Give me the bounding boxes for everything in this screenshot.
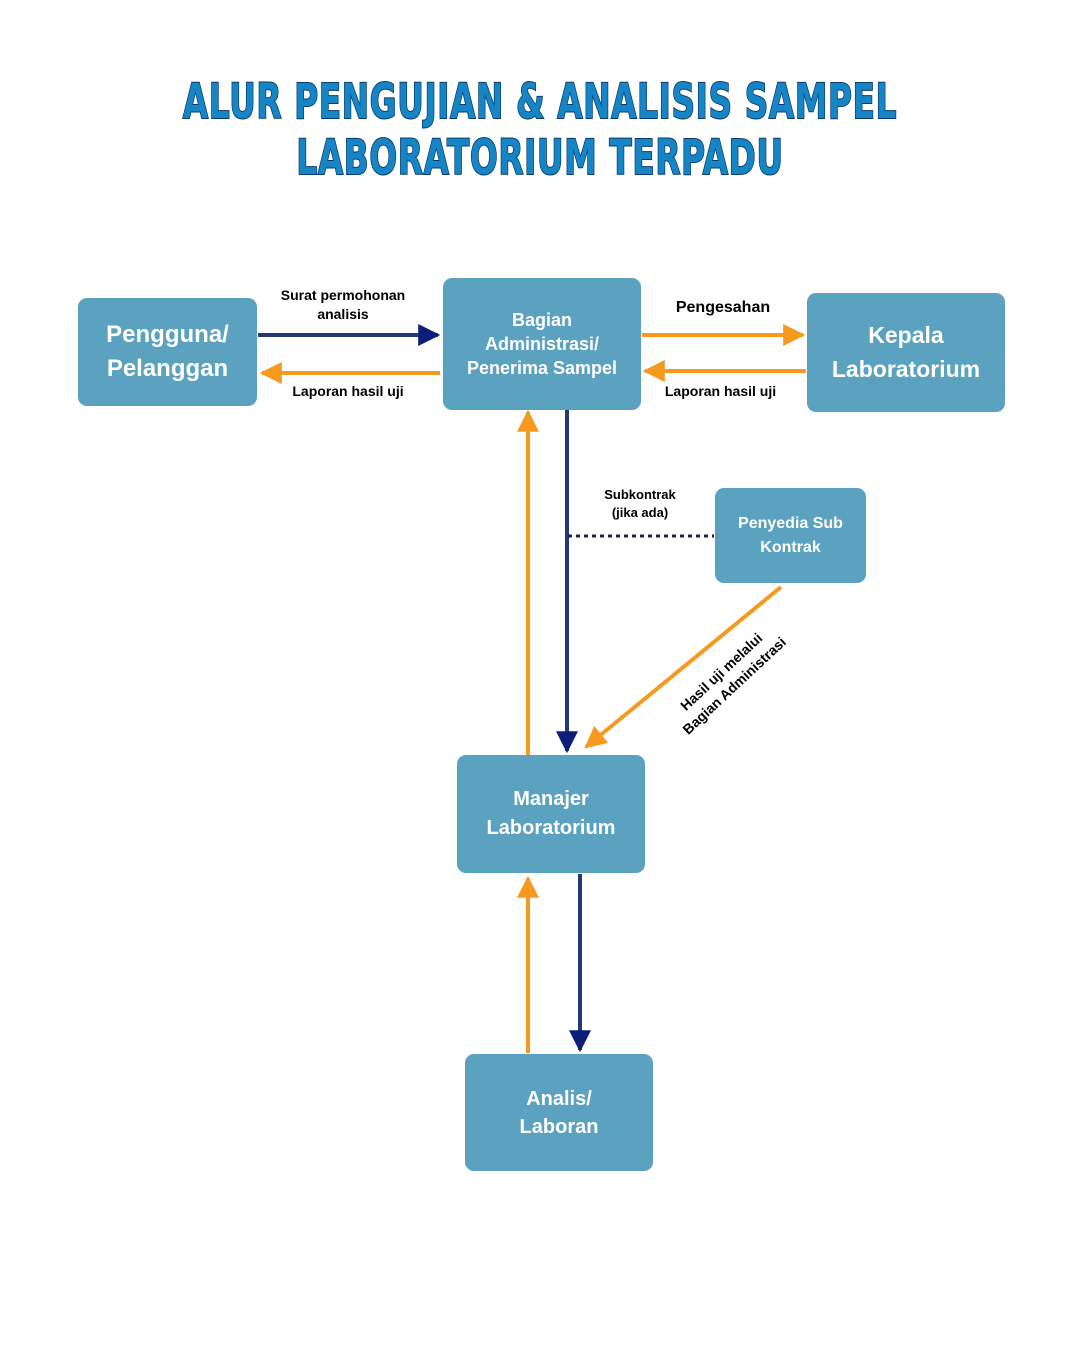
node-bagian-administrasi: Bagian Administrasi/ Penerima Sampel: [443, 278, 641, 410]
edge-label-subkontrak: Subkontrak (jika ada): [580, 486, 700, 521]
edge-label-surat-permohonan: Surat permohonan analisis: [258, 286, 428, 324]
page-title-line-1: ALUR PENGUJIAN & ANALISIS SAMPEL: [182, 73, 898, 131]
edge-label-subkontrak-line-2: (jika ada): [611, 504, 669, 520]
node-analis-line-2: Laboran: [519, 1115, 599, 1138]
node-subkontrak-line-2: Kontrak: [760, 538, 821, 556]
node-manajer-laboratorium: Manajer Laboratorium: [457, 755, 645, 873]
node-manajer-line-2: Laboratorium: [486, 817, 616, 839]
node-kepala-line-1: Kepala: [868, 322, 944, 349]
node-analis-laboran: Analis/ Laboran: [465, 1054, 653, 1171]
edge-label-surat-line-2: analisis: [317, 305, 369, 322]
edge-label-subkontrak-line-1: Subkontrak: [604, 487, 676, 502]
edge-label-laporan-hasil-uji-right: Laporan hasil uji: [664, 383, 777, 399]
edge-label-surat-line-1: Surat permohonan: [280, 287, 406, 303]
arrow-subkontrak-to-manajer: [584, 585, 783, 749]
node-kepala-line-2: Laboratorium: [831, 355, 981, 382]
node-admin-line-1: Bagian: [511, 309, 572, 330]
node-pengguna-line-2: Pelanggan: [106, 355, 229, 382]
node-penyedia-sub-kontrak: Penyedia Sub Kontrak: [715, 488, 866, 583]
node-pengguna-pelanggan: Pengguna/ Pelanggan: [78, 298, 257, 406]
node-admin-line-2: Administrasi/: [484, 333, 599, 354]
node-admin-line-3: Penerima Sampel: [466, 358, 618, 379]
page-title-line-2: LABORATORIUM TERPADU: [296, 129, 784, 187]
node-manajer-line-1: Manajer: [513, 788, 589, 810]
node-pengguna-line-1: Pengguna/: [106, 321, 229, 349]
edge-label-pengesahan: Pengesahan: [675, 299, 771, 316]
node-analis-line-1: Analis/: [526, 1087, 592, 1110]
node-subkontrak-line-1: Penyedia Sub: [738, 514, 843, 532]
node-kepala-laboratorium: Kepala Laboratorium: [807, 293, 1005, 412]
edge-label-laporan-hasil-uji-left: Laporan hasil uji: [292, 383, 404, 399]
